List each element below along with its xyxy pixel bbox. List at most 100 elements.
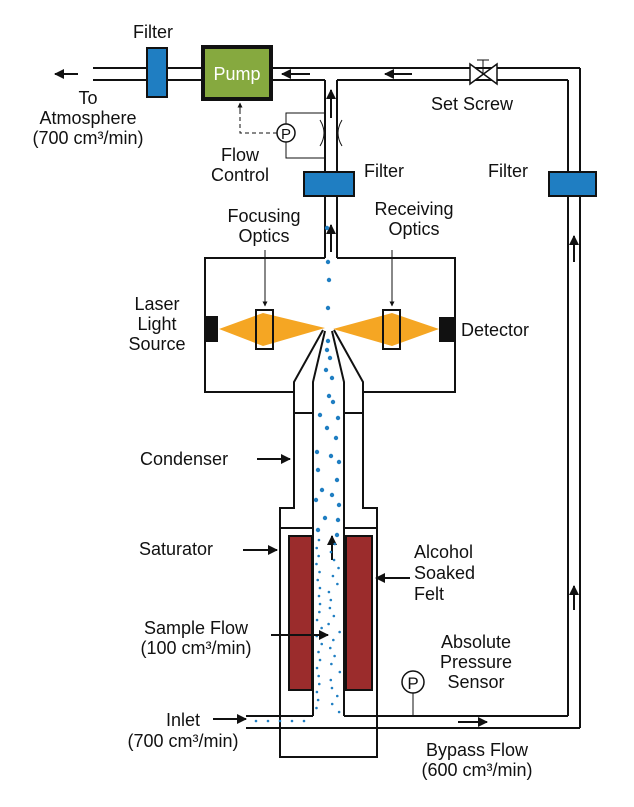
- particle: [315, 666, 319, 670]
- particle: [317, 674, 320, 678]
- particle: [333, 654, 336, 658]
- particle: [316, 698, 320, 702]
- particle: [318, 602, 322, 606]
- laser-light-source: [205, 316, 218, 342]
- scattered-light: [333, 313, 439, 346]
- pump: Pump: [201, 45, 273, 101]
- svg-text:P: P: [407, 674, 418, 693]
- pressure-sensor-label: Pressure: [440, 652, 512, 672]
- particle: [334, 532, 340, 538]
- detector-label: Detector: [461, 320, 529, 340]
- svg-text:P: P: [281, 126, 291, 143]
- particle: [313, 497, 319, 503]
- particle: [335, 694, 339, 698]
- absolute-pressure-sensor: P: [401, 670, 425, 716]
- felt-label: Soaked: [414, 563, 475, 583]
- filter-right: [548, 171, 597, 197]
- filter-right-label: Filter: [488, 161, 528, 181]
- particle: [320, 626, 323, 630]
- particle: [316, 578, 320, 582]
- particle: [325, 305, 331, 311]
- particle: [329, 678, 333, 682]
- particle: [254, 719, 258, 723]
- particle: [318, 658, 322, 662]
- saturator-label: Saturator: [139, 539, 213, 559]
- particle: [318, 570, 321, 574]
- particle: [329, 550, 333, 554]
- particle: [324, 425, 330, 431]
- flow-control-label: Control: [211, 165, 269, 185]
- inlet-label: (700 cm³/min): [127, 731, 238, 751]
- particle: [315, 527, 321, 533]
- felt-label: Felt: [414, 584, 444, 604]
- pump-label: Pump: [213, 64, 260, 84]
- filter-left: [146, 47, 168, 98]
- particle: [302, 719, 306, 723]
- felt-left: [288, 535, 313, 691]
- particle: [327, 622, 330, 626]
- particle: [330, 662, 333, 666]
- laser-label: Source: [128, 334, 185, 354]
- receiving-optics-label: Receiving: [374, 199, 453, 219]
- receiving-optics-label: Optics: [388, 219, 439, 239]
- inlet-label: Inlet: [166, 710, 200, 730]
- particle: [323, 367, 329, 373]
- particle: [330, 399, 336, 405]
- particle: [330, 702, 334, 706]
- particle: [330, 686, 334, 690]
- particle: [338, 670, 342, 674]
- particle: [325, 338, 331, 344]
- particle: [319, 487, 325, 493]
- focusing-optics-label: Optics: [238, 226, 289, 246]
- particle: [317, 554, 320, 558]
- particle: [335, 415, 341, 421]
- particle: [317, 682, 321, 686]
- particle: [329, 375, 335, 381]
- particles: [254, 225, 342, 723]
- bypass-flow-label: (600 cm³/min): [421, 760, 532, 780]
- receiving-lens: [382, 309, 401, 350]
- focusing-optics-label: Focusing: [227, 206, 300, 226]
- particle: [338, 630, 341, 634]
- sample-flow-label: Sample Flow: [144, 618, 249, 638]
- flow-control-label: Flow: [221, 145, 260, 165]
- particle: [336, 582, 339, 586]
- pressure-sensor-label: Sensor: [447, 672, 504, 692]
- sample-flow-label: (100 cm³/min): [140, 638, 251, 658]
- particle: [336, 459, 342, 465]
- flow-control: P: [237, 102, 343, 159]
- particle: [331, 574, 335, 578]
- particle: [326, 277, 332, 283]
- to-atmosphere-flow: (700 cm³/min): [32, 128, 143, 148]
- particle: [334, 477, 340, 483]
- particle: [315, 546, 318, 550]
- bypass-flow-label: Bypass Flow: [426, 740, 529, 760]
- particle: [337, 710, 341, 714]
- to-atmosphere-label: Atmosphere: [39, 108, 136, 128]
- to-atmosphere-label: To: [78, 88, 97, 108]
- set-screw-valve: [469, 59, 498, 86]
- particle: [315, 706, 318, 710]
- particle: [290, 719, 294, 723]
- particle: [317, 594, 321, 598]
- particle: [315, 562, 318, 566]
- filter-center: [303, 171, 355, 197]
- particle: [314, 449, 320, 455]
- particle: [324, 347, 330, 353]
- focusing-lens: [255, 309, 274, 350]
- particle: [326, 393, 332, 399]
- set-screw-label: Set Screw: [431, 94, 514, 114]
- particle: [328, 453, 334, 459]
- detector: [439, 317, 454, 342]
- particle: [329, 492, 335, 498]
- particle: [278, 719, 282, 723]
- particle: [327, 355, 333, 361]
- filter-center-label: Filter: [364, 161, 404, 181]
- felt-label: Alcohol: [414, 542, 473, 562]
- particle: [328, 606, 332, 610]
- particle: [336, 502, 342, 508]
- particle: [266, 719, 270, 723]
- particle: [315, 467, 321, 473]
- pressure-sensor-label: Absolute: [441, 632, 511, 652]
